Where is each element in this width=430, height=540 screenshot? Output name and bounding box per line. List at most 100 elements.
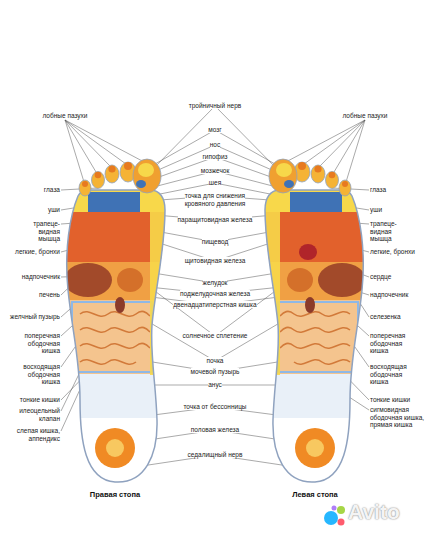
liver-zone [64, 263, 112, 297]
organ-label: печень [39, 291, 60, 298]
organ-label-box: седалищный нерв [170, 451, 260, 459]
organ-label: щитовидная железа [185, 257, 246, 264]
organ-label-box: сердце [370, 273, 430, 281]
organ-label: слепая кишка, аппендикс [17, 427, 60, 442]
organ-label: точка для снижения кровяного давления [185, 192, 246, 207]
sinus-point [124, 162, 132, 170]
spine-zone [150, 185, 170, 375]
pituitary-zone [136, 180, 146, 188]
organ-label: мозг [208, 126, 221, 133]
organ-label-box: паращитовидная железа [176, 216, 254, 224]
sinus-point [108, 165, 115, 172]
kidney-zone [115, 297, 125, 313]
organ-label-box: половая железа [170, 426, 260, 434]
sinus-point [82, 181, 88, 187]
logo-dot [324, 511, 338, 525]
organ-label: легкие, бронхи [370, 248, 415, 255]
organ-label-box: легкие, бронхи [370, 248, 420, 256]
organ-label: желчный пузырь [10, 313, 60, 320]
eye-ear-zone [88, 192, 140, 212]
organ-label-box: глаза [370, 186, 430, 194]
organ-label: уши [48, 206, 60, 213]
logo-dot [338, 519, 345, 526]
organ-label-box: нос [170, 141, 260, 149]
organ-label: поперечная ободочная кишка [25, 332, 60, 354]
organ-label: паращитовидная железа [178, 216, 253, 223]
organ-label: точка от бессонницы [183, 403, 246, 410]
organ-label-box: двенадцатиперстная кишка [166, 301, 264, 309]
logo-dot [332, 506, 337, 511]
organ-label: восходящая ободочная кишка [23, 363, 60, 385]
organ-label: седалищный нерв [188, 451, 243, 458]
intestine-coils [80, 311, 150, 364]
toe [105, 165, 119, 183]
organ-label-box: поперечная ободочная кишка [14, 332, 60, 355]
watermark-box: Avito [348, 500, 428, 524]
organ-label-box: трапеце-видная мышца [370, 220, 412, 243]
organ-label: трапеце-видная мышца [33, 220, 60, 242]
organ-label-box: мозжечок [170, 167, 260, 175]
organ-label: уши [370, 206, 382, 213]
organ-label-box: почка [170, 357, 260, 365]
organ-label: сердце [370, 273, 391, 280]
watermark: Avito [348, 500, 400, 523]
organ-label-box: точка от бессонницы [170, 403, 260, 411]
organ-label: гипофиз [202, 153, 227, 160]
organ-label-box: желудок [170, 279, 260, 287]
toe [92, 172, 105, 189]
organ-label: мозжечок [201, 167, 230, 174]
organ-label-box: сигмовидная ободочная кишка, прямая кишк… [370, 406, 428, 429]
organ-label: почка [207, 357, 224, 364]
organ-label: лобные пазухи [43, 112, 88, 119]
reflex-zones [60, 185, 170, 488]
organ-label: легкие, бронхи [15, 248, 60, 255]
toe [79, 180, 91, 196]
foot-title: Правая стопа [90, 490, 140, 499]
organ-label: сигмовидная ободочная кишка, прямая кишк… [370, 406, 424, 428]
organ-label-box: тройничный нерв [170, 102, 260, 110]
foot-title: Левая стопа [292, 490, 338, 499]
organ-label: глаза [370, 186, 386, 193]
organ-label-box: печень [0, 291, 60, 299]
stomach-zone [117, 268, 143, 292]
organ-label-box: пищевод [170, 238, 260, 246]
organ-label: селезенка [370, 313, 401, 320]
organ-label-box: слепая кишка, аппендикс [10, 427, 60, 442]
organ-label: глаза [44, 186, 60, 193]
pelvis-zone [60, 374, 170, 418]
organ-label-box: тонкие кишки [0, 396, 60, 404]
organ-label-box: лобные пазухи [330, 112, 400, 120]
heel-core [106, 439, 124, 457]
heel-circle [95, 428, 135, 468]
organ-label: солнечное сплетение [183, 332, 248, 339]
organ-label-box: поджелудочная железа [170, 290, 260, 298]
organ-label-box: легкие, бронхи [10, 248, 60, 256]
organ-label: надпочечник [370, 291, 408, 298]
organ-label: надпочечник [22, 273, 60, 280]
colon-outline [72, 302, 152, 372]
organ-label: лобные пазухи [343, 112, 388, 119]
organ-label-box: желчный пузырь [0, 313, 60, 321]
organ-label: желудок [203, 279, 228, 286]
organ-label: илеоцельный клапан [19, 407, 60, 422]
organ-label-box: мочевой пузырь [170, 368, 260, 376]
big-toe [133, 159, 161, 193]
organ-label-box: уши [0, 206, 60, 214]
foot-drawing [60, 159, 170, 488]
foot-title-box: Левая стопа [265, 490, 365, 499]
logo-dot [337, 506, 345, 514]
organ-label-box: надпочечник [370, 291, 430, 299]
organ-label-box: восходящая ободочная кишка [14, 363, 60, 386]
organ-label: восходящая ободочная кишка [370, 363, 407, 385]
organ-label-box: надпочечник [0, 273, 60, 281]
organ-label-box: анус [170, 381, 260, 389]
organ-label: пищевод [202, 238, 229, 245]
organ-label-box: поперечная ободочная кишка [370, 332, 416, 355]
organ-label: нос [210, 141, 220, 148]
organ-label-box: щитовидная железа [170, 257, 260, 265]
organ-label-box: солнечное сплетение [170, 332, 260, 340]
organ-label: поперечная ободочная кишка [370, 332, 405, 354]
organ-label: поджелудочная железа [180, 290, 250, 297]
